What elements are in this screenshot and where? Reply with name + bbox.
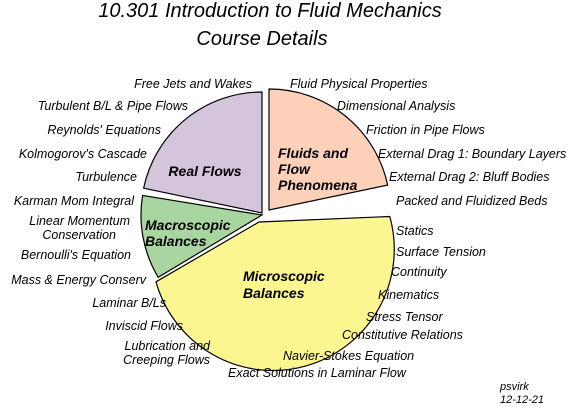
topic-lubrication: Lubrication and [125,339,212,353]
topic-continuity: Continuity [391,265,447,279]
topic-inviscid: Inviscid Flows [105,319,183,333]
topic-bernoulli: Bernoulli's Equation [21,248,131,262]
topic-kolmogorov: Kolmogorov's Cascade [19,147,147,161]
topic-packed-beds: Packed and Fluidized Beds [396,194,547,208]
title-line-2: Course Details [196,28,327,50]
topic-laminar-bl: Laminar B/Ls [92,296,166,310]
topic-karman: Karman Mom Integral [14,194,135,208]
microscopic-balances-segment [155,215,395,372]
macroscopic-label-line-2: Balances [145,233,207,249]
signature-name: psvirk [499,381,529,393]
topic-free-jets: Free Jets and Wakes [134,77,252,91]
fluids-label-line-1: Fluids and [278,145,348,161]
topic-external-drag-1: External Drag 1: Boundary Layers [378,147,566,161]
title-line-1: 10.301 Introduction to Fluid Mechanics [98,0,442,22]
topic-external-drag-2: External Drag 2: Bluff Bodies [389,170,550,184]
topic-fluid-properties: Fluid Physical Properties [290,77,428,91]
microscopic-label-line-2: Balances [243,285,305,301]
topic-exact-solutions: Exact Solutions in Laminar Flow [228,366,407,380]
topic-kinematics: Kinematics [378,288,439,302]
topic-turbulence: Turbulence [75,170,137,184]
topic-stress-tensor: Stress Tensor [366,310,443,324]
topic-friction-pipe: Friction in Pipe Flows [366,123,485,137]
topic-creeping: Creeping Flows [123,353,210,367]
topic-conservation: Conservation [42,228,116,242]
topic-surface-tension: Surface Tension [396,245,486,259]
topic-constitutive: Constitutive Relations [342,328,463,342]
topic-navier-stokes: Navier-Stokes Equation [283,349,414,363]
topic-statics: Statics [396,224,434,238]
fluids-label-line-2: Flow [278,161,311,177]
real-flows-label: Real Flows [168,163,241,179]
topic-reynolds: Reynolds' Equations [47,123,161,137]
microscopic-label-line-1: Microscopic [243,268,325,284]
topic-turbulent-bl: Turbulent B/L & Pipe Flows [38,99,188,113]
fluids-label-line-3: Phenomena [278,177,358,193]
fluids-flow-phenomena-segment [268,88,389,211]
signature-date: 12-12-21 [500,394,544,406]
real-flows-segment [142,91,263,214]
macroscopic-label-line-1: Macroscopic [145,217,231,233]
topic-linear-momentum: Linear Momentum [29,214,130,228]
topic-dimensional-analysis: Dimensional Analysis [337,99,455,113]
macroscopic-balances-segment [140,194,264,279]
topic-mass-energy: Mass & Energy Conserv [11,273,147,287]
